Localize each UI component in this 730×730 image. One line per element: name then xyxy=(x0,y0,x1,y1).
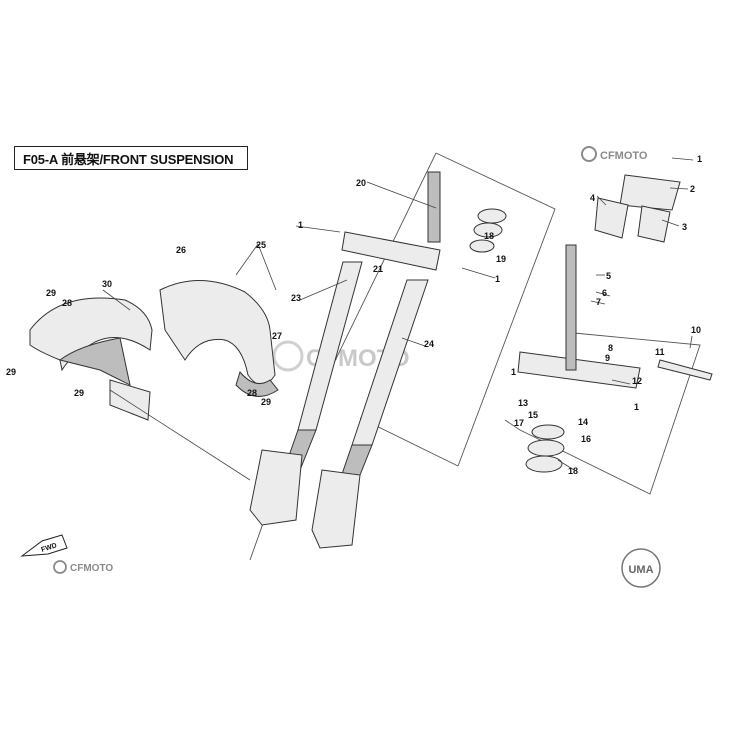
callout-1-clamp: 1 xyxy=(495,274,500,284)
callout-28-left: 28 xyxy=(62,298,72,308)
callout-29-low: 29 xyxy=(74,388,84,398)
callout-5: 5 xyxy=(606,271,611,281)
callout-29-left: 29 xyxy=(46,288,56,298)
callout-26: 26 xyxy=(176,245,186,255)
callout-25: 25 xyxy=(256,240,266,250)
callout-18: 18 xyxy=(568,466,578,476)
callout-23: 23 xyxy=(291,293,301,303)
callout-10: 10 xyxy=(691,325,701,335)
callout-15: 15 xyxy=(528,410,538,420)
callout-30: 30 xyxy=(102,279,112,289)
callout-29: 29 xyxy=(261,397,271,407)
callout-1-fork: 1 xyxy=(298,220,303,230)
diagram-title: F05-A 前悬架/FRONT SUSPENSION xyxy=(23,152,234,167)
handlebar-clamp-part xyxy=(594,174,681,243)
leader-lines xyxy=(102,157,694,471)
callout-19: 19 xyxy=(496,254,506,264)
callout-6: 6 xyxy=(602,288,607,298)
bearing-stack-upper xyxy=(469,208,507,253)
callout-2: 2 xyxy=(690,184,695,194)
callout-1-stem-right: 1 xyxy=(634,402,639,412)
fork-tube-right-part xyxy=(311,279,429,549)
callout-3: 3 xyxy=(682,222,687,232)
cfmoto-logo-top: CFMOTO xyxy=(581,146,648,162)
cfmoto-logo-bottom-text: CFMOTO xyxy=(70,563,113,574)
uma-badge: UMA xyxy=(621,548,661,588)
fork-tube-left-part xyxy=(249,261,363,526)
callout-14: 14 xyxy=(578,417,588,427)
callout-21: 21 xyxy=(373,264,383,274)
callout-29-side: 29 xyxy=(6,367,16,377)
diagram-title-box: F05-A 前悬架/FRONT SUSPENSION xyxy=(14,146,248,170)
uma-badge-text: UMA xyxy=(628,564,653,576)
fwd-arrow: FWD xyxy=(20,534,68,557)
lower-triple-clamp-part xyxy=(517,244,641,389)
callout-27: 27 xyxy=(272,331,282,341)
callout-16: 16 xyxy=(581,434,591,444)
callout-1-stem: 1 xyxy=(511,367,516,377)
inner-mudguard-part xyxy=(159,280,279,397)
callout-labels: 1 2 3 4 5 6 7 8 9 10 11 12 13 14 15 16 1… xyxy=(6,154,702,476)
front-fender-part xyxy=(29,297,251,481)
bearing-stack-lower xyxy=(525,424,565,473)
callout-7: 7 xyxy=(596,297,601,307)
callout-13: 13 xyxy=(518,398,528,408)
callout-28: 28 xyxy=(247,388,257,398)
callout-20: 20 xyxy=(356,178,366,188)
callout-1: 1 xyxy=(697,154,702,164)
callout-18-upper: 18 xyxy=(484,231,494,241)
cfmoto-logo-top-text: CFMOTO xyxy=(600,150,648,162)
steering-damper-part xyxy=(657,359,713,381)
callout-8: 8 xyxy=(608,343,613,353)
fwd-label: FWD xyxy=(40,542,57,554)
callout-11: 11 xyxy=(655,347,665,357)
callout-9: 9 xyxy=(605,353,610,363)
steering-stem-frame xyxy=(504,332,701,495)
callout-4: 4 xyxy=(590,193,595,203)
cfmoto-logo-bottom: CFMOTO xyxy=(53,560,113,574)
callout-12: 12 xyxy=(632,376,642,386)
callout-17: 17 xyxy=(514,418,524,428)
callout-24: 24 xyxy=(424,339,434,349)
